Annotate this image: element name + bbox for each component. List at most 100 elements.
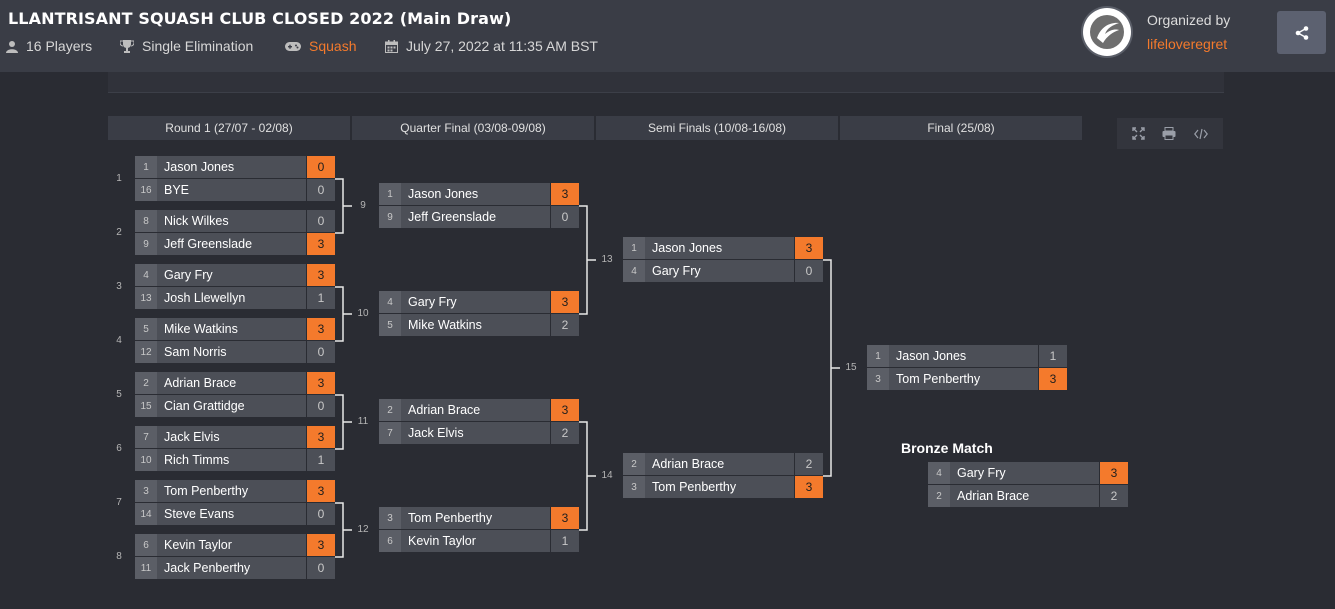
player-name[interactable]: Kevin Taylor: [401, 530, 550, 552]
game-label[interactable]: Squash: [309, 38, 357, 54]
player-name[interactable]: Jack Elvis: [157, 426, 306, 448]
player-name[interactable]: Gary Fry: [645, 260, 794, 282]
player-name[interactable]: BYE: [157, 179, 306, 201]
organizer-link[interactable]: lifeloveregret: [1147, 36, 1228, 52]
player-name[interactable]: Jason Jones: [157, 156, 306, 178]
player-score: 0: [306, 179, 335, 201]
winner-score: 3: [306, 372, 335, 394]
player-name[interactable]: Adrian Brace: [401, 399, 550, 421]
player-name[interactable]: Jason Jones: [401, 183, 550, 205]
player-name[interactable]: Kevin Taylor: [157, 534, 306, 556]
player-name[interactable]: Nick Wilkes: [157, 210, 306, 232]
player-name[interactable]: Adrian Brace: [950, 485, 1099, 507]
player-name[interactable]: Rich Timms: [157, 449, 306, 471]
share-button[interactable]: [1277, 11, 1326, 54]
player-name[interactable]: Mike Watkins: [401, 314, 550, 336]
player-score: 2: [550, 314, 579, 336]
player-name[interactable]: Sam Norris: [157, 341, 306, 363]
player-name[interactable]: Jason Jones: [889, 345, 1038, 367]
player-name[interactable]: Josh Llewellyn: [157, 287, 306, 309]
player-name[interactable]: Tom Penberthy: [401, 507, 550, 529]
player-name[interactable]: Steve Evans: [157, 503, 306, 525]
print-icon[interactable]: [1162, 127, 1176, 140]
player-name[interactable]: Gary Fry: [401, 291, 550, 313]
match-number: 1: [116, 173, 122, 184]
player-name[interactable]: Tom Penberthy: [157, 480, 306, 502]
player-name[interactable]: Adrian Brace: [157, 372, 306, 394]
player-name[interactable]: Jack Elvis: [401, 422, 550, 444]
player-seed: 3: [867, 368, 889, 390]
player-name[interactable]: Jack Penberthy: [157, 557, 306, 579]
player-seed: 3: [623, 476, 645, 498]
organizer-avatar[interactable]: [1083, 8, 1131, 56]
player-name[interactable]: Gary Fry: [950, 462, 1099, 484]
winner-score: 3: [550, 183, 579, 205]
player-name[interactable]: Adrian Brace: [645, 453, 794, 475]
player-name[interactable]: Gary Fry: [157, 264, 306, 286]
player-name[interactable]: Cian Grattidge: [157, 395, 306, 417]
expand-icon[interactable]: [1132, 127, 1145, 140]
player-name[interactable]: Jeff Greenslade: [157, 233, 306, 255]
player-score: 1: [306, 449, 335, 471]
player-seed: 2: [928, 485, 950, 507]
player-name[interactable]: Jeff Greenslade: [401, 206, 550, 228]
embed-code-icon[interactable]: [1194, 128, 1209, 140]
player-name[interactable]: Jason Jones: [645, 237, 794, 259]
player-name[interactable]: Mike Watkins: [157, 318, 306, 340]
player-seed: 7: [135, 426, 157, 448]
match-number: 12: [357, 524, 369, 535]
winner-score: 3: [550, 291, 579, 313]
game-link[interactable]: Squash: [285, 37, 356, 55]
player-name[interactable]: Tom Penberthy: [645, 476, 794, 498]
player-name[interactable]: Tom Penberthy: [889, 368, 1038, 390]
